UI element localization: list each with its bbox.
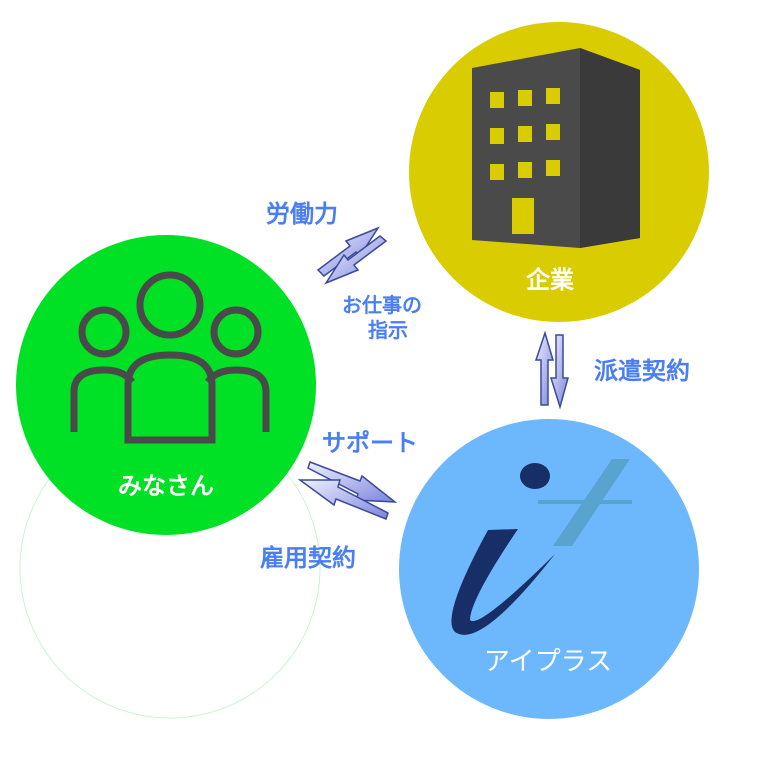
arrow-down — [549, 334, 569, 410]
arrow-to-people — [324, 235, 388, 285]
company-label: 企業 — [526, 266, 574, 294]
iplus-label: アイプラス — [483, 647, 613, 677]
labor-label: 労働力 — [266, 200, 338, 228]
iplus-circle — [399, 419, 699, 719]
arrow-to-people-2 — [297, 479, 389, 520]
instruction-label-1: お仕事の — [342, 293, 422, 317]
support-label: サポート — [322, 429, 418, 457]
people-icon — [70, 271, 270, 444]
employment-label: 雇用契約 — [260, 544, 356, 572]
arrow-up — [534, 330, 555, 406]
people-label: みなさん — [118, 472, 214, 500]
dispatch-label: 派遣契約 — [594, 357, 690, 385]
instruction-label-2: 指示 — [368, 318, 408, 342]
arrow-to-company — [316, 226, 380, 277]
iplus-logo — [451, 459, 632, 635]
support-arrows — [297, 461, 398, 520]
arrow-to-iplus — [307, 461, 398, 503]
labor-arrows — [316, 226, 388, 285]
building-icon — [472, 48, 640, 248]
dispatch-arrows — [534, 330, 569, 410]
